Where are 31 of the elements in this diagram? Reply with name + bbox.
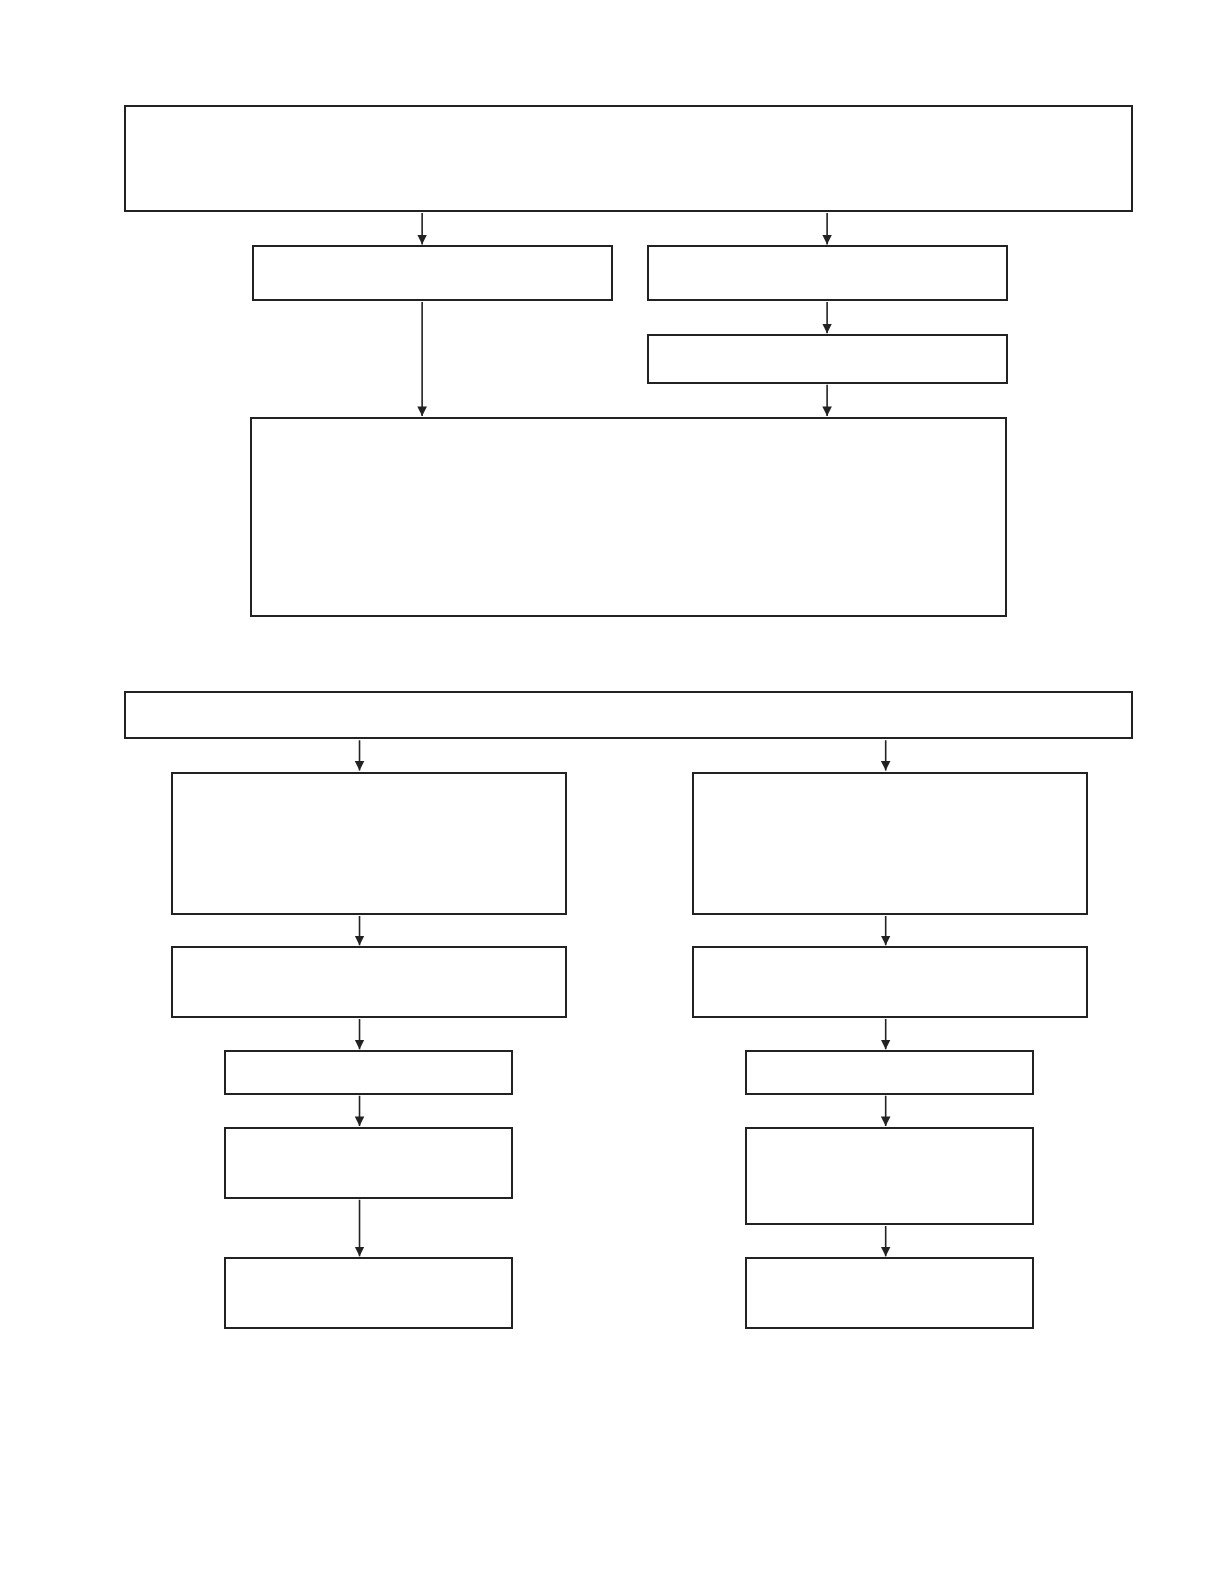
arrow xyxy=(880,1018,891,1051)
arrow xyxy=(417,212,427,246)
arrow xyxy=(354,739,365,772)
process-box xyxy=(224,1127,513,1199)
process-box xyxy=(124,690,1134,740)
arrow xyxy=(417,301,427,417)
arrow xyxy=(822,383,832,417)
process-box xyxy=(647,245,1008,301)
process-box xyxy=(691,946,1088,1018)
process-box xyxy=(224,1050,513,1095)
process-box xyxy=(745,1050,1035,1095)
arrow xyxy=(354,1198,365,1258)
process-box xyxy=(691,771,1088,915)
arrow xyxy=(354,915,365,947)
arrow xyxy=(880,739,891,772)
process-box xyxy=(124,105,1134,213)
process-box xyxy=(745,1257,1035,1329)
process-box xyxy=(252,245,613,301)
arrow xyxy=(822,301,832,335)
process-box xyxy=(170,946,567,1018)
arrow xyxy=(880,915,891,947)
arrow xyxy=(354,1018,365,1051)
process-box xyxy=(647,334,1008,384)
arrow xyxy=(354,1094,365,1127)
process-box xyxy=(170,771,567,915)
arrow xyxy=(880,1094,891,1127)
arrow xyxy=(822,212,832,246)
process-box xyxy=(224,1257,513,1329)
process-box xyxy=(745,1127,1035,1225)
arrow xyxy=(880,1225,891,1258)
process-box xyxy=(250,417,1007,618)
